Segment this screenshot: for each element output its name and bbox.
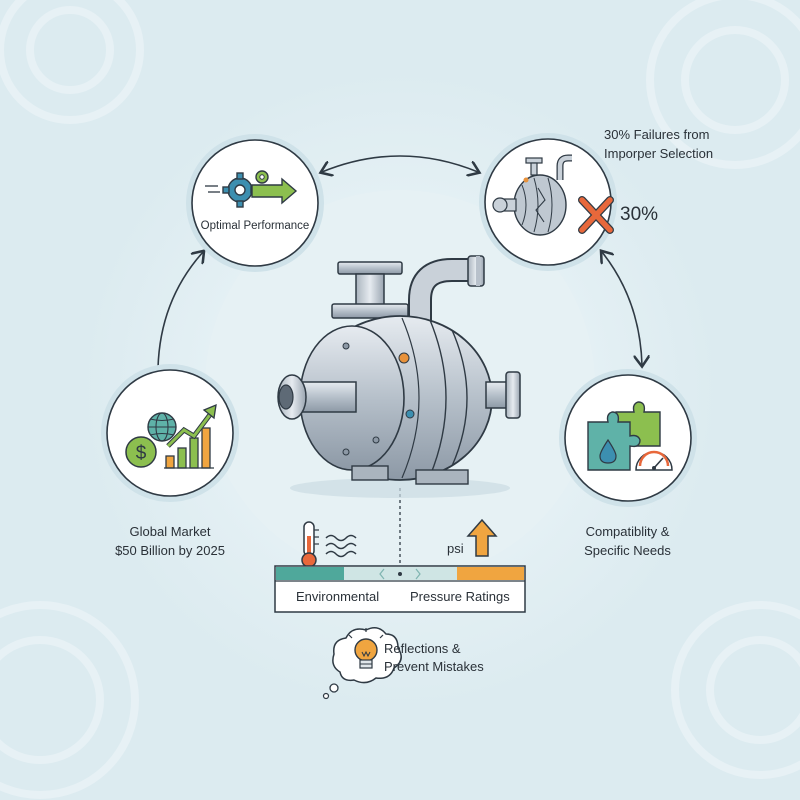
failures-stat: 30% — [620, 204, 659, 225]
puzzle-icon — [587, 401, 661, 471]
psi-unit-label: psi — [447, 541, 464, 556]
svg-text:$: $ — [136, 443, 147, 464]
connector-left — [157, 252, 203, 369]
market-label-line1: Global Market — [129, 524, 211, 539]
water-drop-icon — [599, 438, 617, 464]
connector-top — [322, 155, 478, 172]
compatibility-label-line1: Compatiblity & — [585, 524, 670, 539]
gauge-icon — [635, 450, 673, 471]
globe-icon — [147, 412, 177, 442]
bar-chart-icon — [164, 403, 217, 469]
arrow-up-icon — [466, 518, 498, 557]
reflection-label-line2: Prevent Mistakes — [384, 659, 484, 674]
lightbulb-icon — [348, 628, 384, 669]
dollar-icon: $ — [125, 436, 157, 468]
connector-right — [602, 252, 642, 365]
failures-label-line1: 30% Failures from — [604, 127, 710, 142]
environmental-label: Environmental — [296, 589, 380, 604]
gear-icon — [222, 170, 269, 208]
reflection-label-line1: Reflections & — [384, 641, 461, 656]
cross-icon — [578, 196, 614, 234]
thermometer-icon — [301, 521, 319, 568]
performance-label: Optimal Performance — [200, 220, 310, 232]
arrow-right-icon — [205, 177, 298, 205]
market-label-line2: $50 Billion by 2025 — [115, 543, 225, 558]
failures-label-line2: Imporper Selection — [604, 146, 714, 161]
water-waves-icon — [325, 534, 357, 558]
compatibility-label-line2: Specific Needs — [584, 543, 671, 558]
pressure-ratings-label: Pressure Ratings — [410, 589, 510, 604]
pump-icon — [492, 154, 572, 236]
